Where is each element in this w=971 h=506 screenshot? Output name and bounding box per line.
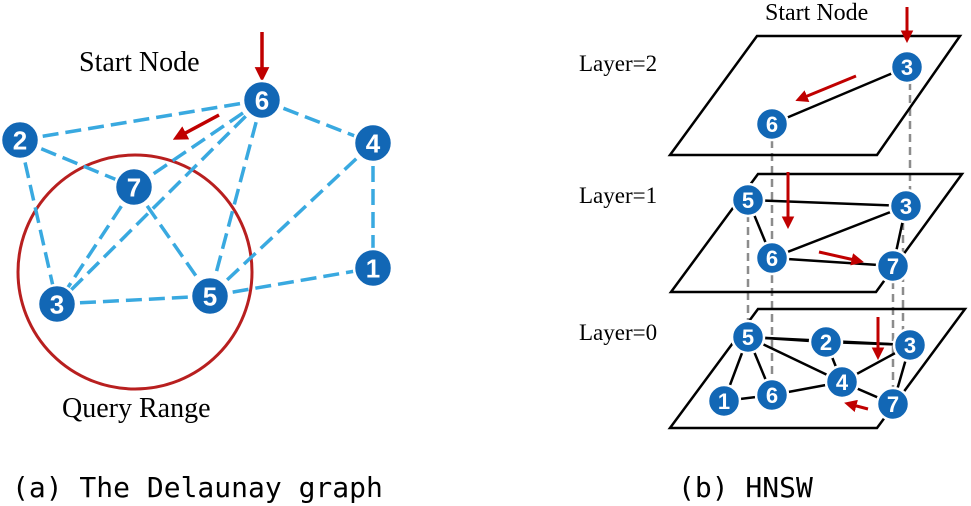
edge-a2-a7 <box>19 138 135 189</box>
node-label: 3 <box>900 194 912 219</box>
edge-a6-a5 <box>208 99 264 297</box>
edge-l0_5-l0_4 <box>747 335 843 384</box>
layer-label-2: Layer=2 <box>579 51 657 76</box>
node-label: 6 <box>766 246 778 271</box>
node-circle <box>189 275 231 317</box>
direction-arrow-a <box>172 113 220 140</box>
edge-a3-a5 <box>56 294 211 306</box>
node-label: 3 <box>901 55 913 80</box>
node-label: 6 <box>766 383 778 408</box>
panel-a-nodes: 6 2 7 4 1 3 5 <box>0 79 394 325</box>
node-label: 4 <box>836 370 849 395</box>
edge-l1_6-l1_7 <box>771 256 894 268</box>
node-l0_1: 1 <box>706 383 742 419</box>
node-label: 5 <box>742 188 754 213</box>
node-a6: 6 <box>241 79 283 121</box>
node-label: 5 <box>742 325 754 350</box>
layer-plane-0 <box>667 307 968 430</box>
layer-plane-1 <box>668 172 965 294</box>
node-a4: 4 <box>352 122 394 164</box>
edge-a5-a1 <box>209 266 374 298</box>
node-circle <box>754 106 790 142</box>
node-l2_3: 3 <box>889 49 925 85</box>
node-label: 6 <box>255 85 269 115</box>
layer-label-1: Layer=1 <box>579 183 657 208</box>
edge-a2-a6 <box>19 98 263 142</box>
node-l0_3: 3 <box>892 327 928 363</box>
edge-a6-a3 <box>55 98 264 306</box>
node-l0_6: 6 <box>754 377 790 413</box>
node-l1_5: 5 <box>730 182 766 218</box>
panel-a-arrows <box>172 32 270 140</box>
node-label: 1 <box>366 253 380 283</box>
node-l0_2: 2 <box>808 324 844 360</box>
node-circle <box>352 122 394 164</box>
caption-a: (a) The Delaunay graph <box>12 471 383 504</box>
edge-l1_6-l1_3 <box>771 204 907 260</box>
node-label: 1 <box>718 389 730 414</box>
start-node-label-b: Start Node <box>765 0 868 26</box>
node-l1_3: 3 <box>888 188 924 224</box>
edge-a7-a3 <box>55 186 136 305</box>
node-a2: 2 <box>0 119 41 161</box>
node-circle <box>875 386 911 422</box>
node-circle <box>889 49 925 85</box>
edge-a4-a5 <box>208 141 375 298</box>
node-l0_7: 7 <box>875 386 911 422</box>
direction-arrow-l1-right <box>818 250 864 266</box>
edge-a2-a3 <box>18 139 59 305</box>
edge-l2_3-l2_6 <box>771 65 908 126</box>
direction-arrow-l2 <box>795 74 857 102</box>
node-circle <box>352 247 394 289</box>
panel-b: 3 6 5 3 6 7 5 2 3 1 6 4 7 Start Node Layer=2 Layer=1… <box>579 0 968 504</box>
node-label: 2 <box>13 125 27 155</box>
edge-a6-a7 <box>133 98 263 189</box>
node-l1_7: 7 <box>875 248 911 284</box>
node-circle <box>730 182 766 218</box>
node-label: 2 <box>820 330 832 355</box>
node-l1_6: 6 <box>754 240 790 276</box>
node-circle <box>706 383 742 419</box>
node-a5: 5 <box>189 275 231 317</box>
query-range-label: Query Range <box>62 393 211 424</box>
node-circle <box>824 364 860 400</box>
node-l0_5: 5 <box>730 319 766 355</box>
panel-a: 6 2 7 4 1 3 5 Start Node Query Range (a) The D… <box>0 32 394 504</box>
start-node-label-a: Start Node <box>79 47 200 78</box>
layer-plane-2 <box>667 34 963 157</box>
node-circle <box>730 319 766 355</box>
node-circle <box>808 324 844 360</box>
node-circle <box>113 166 155 208</box>
panel-b-arrows <box>781 7 914 413</box>
node-label: 4 <box>366 128 381 158</box>
node-circle <box>36 283 78 325</box>
direction-arrow-l0-left <box>844 399 869 413</box>
node-circle <box>875 248 911 284</box>
node-label: 6 <box>766 112 778 137</box>
node-a3: 3 <box>36 283 78 325</box>
node-circle <box>754 377 790 413</box>
node-label: 7 <box>127 172 141 202</box>
node-label: 7 <box>887 254 899 279</box>
panel-a-edges <box>18 98 375 306</box>
node-circle <box>888 188 924 224</box>
node-l0_4: 4 <box>824 364 860 400</box>
node-circle <box>892 327 928 363</box>
query-range-circle <box>16 153 254 391</box>
node-label: 7 <box>887 392 899 417</box>
node-label: 3 <box>904 333 916 358</box>
edge-l1_5-l1_3 <box>747 198 907 208</box>
node-circle <box>241 79 283 121</box>
panel-b-nodes: 3 6 5 3 6 7 5 2 3 1 6 4 7 <box>706 49 928 422</box>
node-label: 3 <box>50 289 64 319</box>
node-a7: 7 <box>113 166 155 208</box>
node-circle <box>0 119 41 161</box>
node-label: 5 <box>203 281 217 311</box>
caption-b: (b) HNSW <box>678 471 813 504</box>
node-l2_6: 6 <box>754 106 790 142</box>
layer-label-0: Layer=0 <box>579 320 657 345</box>
node-circle <box>754 240 790 276</box>
node-a1: 1 <box>352 247 394 289</box>
